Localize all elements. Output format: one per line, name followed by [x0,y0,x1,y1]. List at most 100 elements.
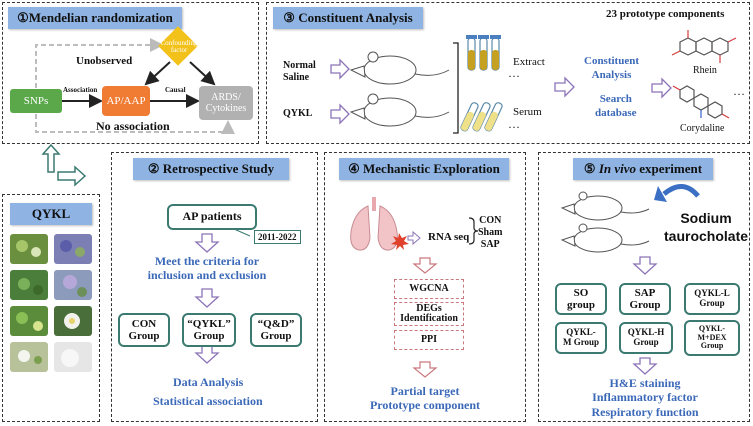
mouse-icon [560,191,650,253]
retrospective-title: ② Retrospective Study [133,158,289,180]
qykl-dex-line-3: Group [700,341,724,351]
extract-label: Extract [513,56,545,68]
qykl-dex-line-1: QYKL- [698,323,726,333]
rna-groups-label: CON Sham SAP [478,215,502,251]
lung-icon [350,197,398,251]
more-components-ellipsis: … [733,84,745,98]
sodium-taurocholate-label: Sodium taurocholate [664,210,748,245]
mouse-icon [349,51,450,127]
degs-line-1: DEGs [416,302,442,314]
data-analysis-label: Data Analysis [173,375,244,389]
criteria-label: Meet the criteria for inclusion and excl… [146,254,268,283]
normal-saline-label: Normal Saline [283,60,316,83]
con-label: CON [479,215,502,226]
criteria-line-1: Meet the criteria for [154,254,260,268]
extract-ellipsis: … [508,66,520,80]
confounding-factor-label: Confounding factor [160,39,198,54]
qykl-group-line-1: “QYKL” [187,317,231,330]
statistical-association-label: Statistical association [153,394,263,408]
sap-group-box: SAP Group [619,283,671,315]
partial-target-label: Partial target Prototype component [355,384,495,413]
down-arrow-icon [632,357,658,375]
down-arrow-icon [412,361,438,378]
qykl-group-line-2: Group [193,330,225,342]
ap-aap-node: AP/AAP [102,86,150,116]
bracket-icon [453,42,459,134]
qd-group-line-1: “Q&D” [257,317,295,330]
constituent-title: ③ Constituent Analysis [273,7,423,29]
qykl-h-line-2: Group [633,337,659,347]
database-label: database [595,106,637,119]
ards-cytokines-node: ARDS/ Cytokines [199,86,253,120]
serum-ellipsis: … [508,117,520,131]
qykl-h-line-1: QYKL-H [627,327,665,338]
herb-photo-icon [10,234,92,372]
snps-node: SNPs [10,89,62,113]
confounding-factor-diamond: Confounding factor [158,26,198,66]
sap-line-1: SAP [634,286,656,299]
constituent-label: Constituent [584,55,640,67]
in-vivo-title-italic: In vivo [598,161,637,176]
in-vivo-title: ⑤ In vivo experiment [573,158,713,180]
degs-line-2: Identification [400,313,458,324]
qykl-arrow [330,103,350,125]
down-arrow-icon [412,257,438,274]
partial-target-line: Partial target [390,384,460,398]
mechanistic-title: ④ Mechanistic Exploration [339,158,509,180]
qykl-l-line-1: QYKL-L [694,288,730,299]
qykl-m-group-box: QYKL- M Group [555,322,607,354]
result-arrow [651,77,672,99]
down-arrow-icon [194,288,220,308]
corydaline-label: Corydaline [680,123,725,134]
years-label: 2011-2022 [254,230,301,244]
taurocholate-line: taurocholate [664,227,749,244]
sap-label: SAP [480,239,500,250]
qykl-herb-title: QYKL [10,203,92,225]
qd-group-line-2: Group [260,330,292,342]
analysis-label: Analysis [591,68,632,81]
injury-burst-icon [391,233,409,250]
test-tube-icon [466,35,501,71]
search-database-label: Search database [595,93,637,121]
qykl-dex-group-box: QYKL- M+DEX Group [684,320,740,356]
respiratory-function-line: Respiratory function [591,404,699,419]
sham-label: Sham [478,227,503,238]
saline-arrow [330,58,350,80]
corydaline-molecule-icon [672,85,730,119]
constituent-analysis-label: Constituent Analysis [584,55,639,83]
rhein-molecule-icon [671,30,737,63]
in-vivo-title-prefix: ⑤ [583,161,599,176]
analysis-arrow [554,76,575,98]
brace-icon [468,217,479,245]
he-staining-line: H&E staining [609,376,681,390]
causal-label: Causal [165,86,186,94]
sap-line-2: Group [629,299,661,311]
criteria-line-2: inclusion and exclusion [147,267,267,282]
down-arrow-icon [632,256,658,275]
retrospective-panel [111,152,318,422]
unobserved-label: Unobserved [76,55,133,67]
serum-label: Serum [513,106,542,118]
qykl-h-group-box: QYKL-H Group [619,322,673,354]
qykl-m-line-1: QYKL- [566,327,596,338]
qykl-l-group-box: QYKL-L Group [684,283,740,315]
qykl-dex-line-2: M+DEX [697,332,727,342]
qykl-m-line-2: M Group [562,337,600,347]
saline-label: Saline [283,71,310,83]
down-arrow-icon [194,233,220,253]
ap-patients-box: AP patients [167,204,257,230]
prototype-component-line: Prototype component [369,398,481,413]
qd-group-box: “Q&D” Group [250,313,302,347]
ppi-box: PPI [394,330,464,350]
ards-label: ARDS/ [211,92,241,103]
mendelian-title: ①Mendelian randomization [8,7,182,29]
sodium-line: Sodium [680,210,732,226]
curved-arrow-icon [662,184,700,198]
association-label: Association [63,86,98,94]
